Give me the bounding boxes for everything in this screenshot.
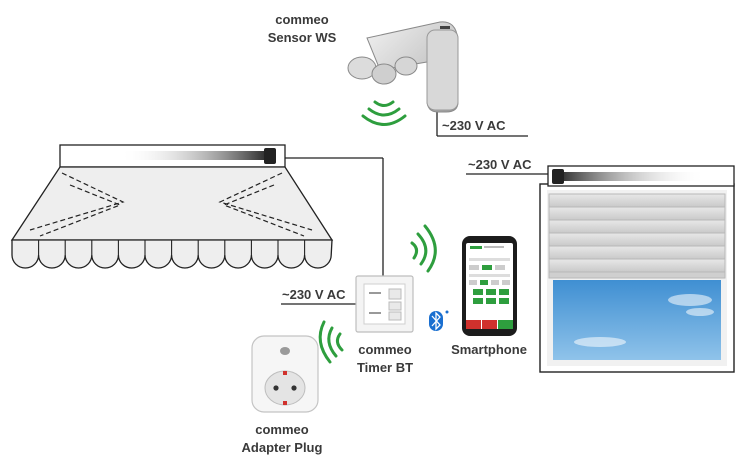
timer-label-line2: Timer BT [357, 360, 413, 375]
awning [10, 144, 334, 269]
shutter-slats [548, 193, 726, 279]
timer-label-line1: commeo [358, 342, 412, 357]
adapter-label-line2: Adapter Plug [242, 440, 323, 455]
radio-waves-icon [361, 100, 407, 126]
adapter-plug-device [251, 335, 319, 413]
awning-fabric [10, 166, 334, 241]
wiring [281, 112, 552, 305]
roller-shutter [539, 165, 735, 373]
timer-power-label: ~230 V AC [282, 287, 346, 302]
sensor-label-line1: commeo [275, 12, 329, 27]
shutter-motor [556, 172, 706, 181]
radio-waves-icon [410, 224, 437, 273]
window-sky [553, 280, 721, 360]
smartphone-device [462, 236, 517, 336]
radio-waves-icon [318, 320, 344, 364]
smartphone-label: Smartphone [451, 342, 527, 357]
adapter-label-line1: commeo [255, 422, 309, 437]
timer-device [355, 275, 414, 333]
sensor-device [347, 21, 459, 113]
shutter-power-label: ~230 V AC [468, 157, 532, 172]
awning-motor [120, 151, 270, 160]
sensor-power-label: ~230 V AC [442, 118, 506, 133]
bluetooth-icon [429, 310, 449, 331]
sensor-label-line2: Sensor WS [268, 30, 337, 45]
